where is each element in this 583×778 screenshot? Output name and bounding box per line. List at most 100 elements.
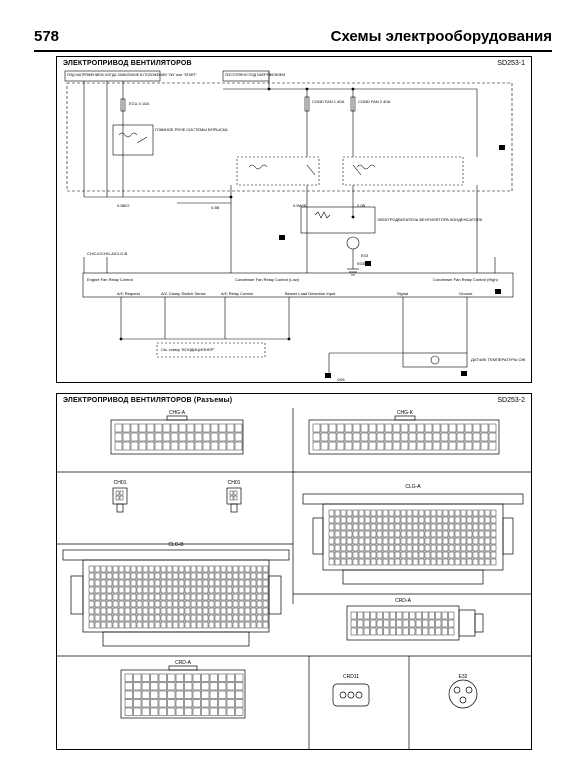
connector-pin [484,544,491,552]
connector-pin [160,621,167,629]
signal-label: A/C Relay Control [221,291,254,296]
connector-pin [100,607,107,615]
connector-pin [190,607,197,615]
connector-pin [328,544,335,552]
connector-pin [472,523,479,531]
connector-pin [115,490,120,496]
connector-pin [328,537,335,545]
connector-pin [382,530,389,538]
connector-pin [154,441,163,451]
connector-pin [484,523,491,531]
connector-pin [396,611,403,620]
connector-pin [440,441,449,451]
connector-pin [454,530,461,538]
connector-pin [166,579,173,587]
connector-pin [442,530,449,538]
connector-pin [442,551,449,559]
connector-pin [178,432,187,442]
connector-pin [226,614,233,622]
connector-pin [460,551,467,559]
connector-label-crd11: CRD11 [342,674,360,680]
connector-pin [448,611,455,620]
connector-pin [142,565,149,573]
connector-pin [320,423,329,433]
connector-pin [202,607,209,615]
connector-pin [442,537,449,545]
connector-pin [106,579,113,587]
connector-pin [112,593,119,601]
connector-pin [226,682,235,691]
connector-pin [202,572,209,580]
connector-pin [130,441,139,451]
connector-pin [436,551,443,559]
connector-pin [430,509,437,517]
connector-pin [136,572,143,580]
connector-pin [416,441,425,451]
connector-pin [232,593,239,601]
connector-pin [406,558,413,566]
connector-pin [250,614,257,622]
connector-pin [130,572,137,580]
connector-pin [130,593,137,601]
connector-pin [190,593,197,601]
connector-pin [208,565,215,573]
connector-pin [150,690,159,699]
connector-pin [448,530,455,538]
connector-pin [148,621,155,629]
connector-pin [442,558,449,566]
connector-pin [167,690,176,699]
connector-pin [196,572,203,580]
connector-pin [478,530,485,538]
connector-pin [106,586,113,594]
connector-pin [436,523,443,531]
connector-pin [490,558,497,566]
connector-pin [312,423,321,433]
connector-pin [244,572,251,580]
connector-pin [106,621,113,629]
connector-pin [480,423,489,433]
connector-pin [220,621,227,629]
connector-pin [106,565,113,573]
connector-pin [436,509,443,517]
connector-pin [488,423,497,433]
connector-pin [388,558,395,566]
connector-pin [238,621,245,629]
connector-pin [192,673,201,682]
connector-pin [226,600,233,608]
connector-pin [334,523,341,531]
connector-pin [115,495,120,501]
connector-pin [106,607,113,615]
connector-pin [352,537,359,545]
connector-pin [88,614,95,622]
connector-pin [363,611,370,620]
connector-pin [368,441,377,451]
connector-pin [172,572,179,580]
connector-pin [376,509,383,517]
connector-pin [244,614,251,622]
connector-pin [370,627,377,636]
fan-high-label: Condenser Fan Relay Control (High) [433,277,498,282]
connector-pin [484,537,491,545]
connector-pin [418,509,425,517]
connector-pin [442,509,449,517]
connector-pin [376,544,383,552]
connector-pin [166,565,173,573]
connector-pin [383,627,390,636]
connector-pin [160,614,167,622]
connector-pin [130,432,139,442]
connector-pin [136,600,143,608]
connector-pin [406,509,413,517]
connector-pin [154,586,161,594]
connector-pin [166,593,173,601]
connector-pin [358,544,365,552]
connector-pin [430,544,437,552]
connector-pin [94,572,101,580]
wire-label: E03D [357,261,368,266]
connector-pin [194,441,203,451]
connector-pin [141,682,150,691]
connector-pin [186,423,195,433]
connector-pin [100,565,107,573]
connector-pin [148,607,155,615]
connector-pin [250,621,257,629]
connector-pin [122,441,131,451]
